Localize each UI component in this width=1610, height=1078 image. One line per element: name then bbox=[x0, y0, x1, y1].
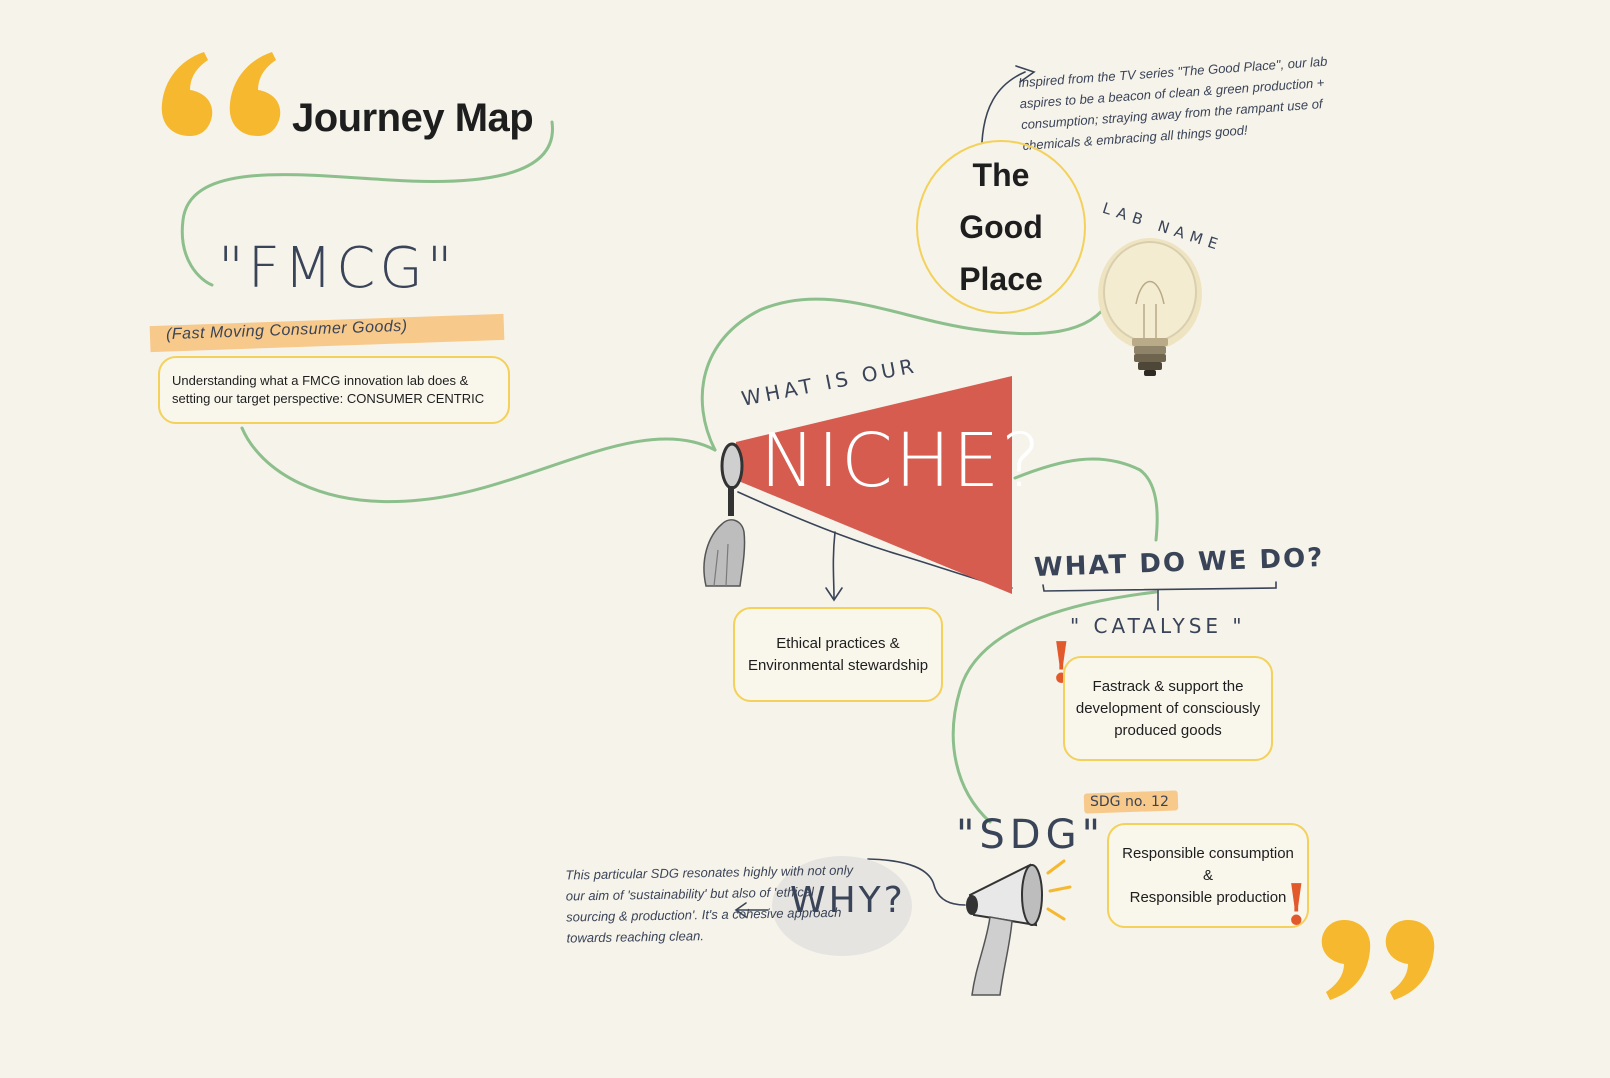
lab-name-circle: The Good Place bbox=[916, 140, 1086, 314]
megaphone-icon bbox=[966, 859, 1072, 996]
lab-name-line-1: The bbox=[972, 157, 1030, 193]
niche-answer: Ethical practices & Environmental stewar… bbox=[747, 634, 929, 674]
catalyse-box: Fastrack & support the development of co… bbox=[1063, 656, 1273, 761]
closing-quote-icon bbox=[1321, 920, 1435, 1000]
magnifying-glass-hand-icon bbox=[703, 442, 746, 587]
why-note: This particular SDG resonates highly wit… bbox=[565, 862, 854, 946]
catalyse-text: Fastrack & support the development of co… bbox=[1075, 677, 1261, 739]
sdg-exclaim-icon: ! bbox=[1284, 872, 1309, 938]
sdg-heading: "SDG" bbox=[956, 812, 1105, 858]
page-title: Journey Map bbox=[292, 96, 534, 140]
niche-word: NICHE? bbox=[760, 418, 1043, 504]
opening-quote-icon bbox=[161, 52, 281, 136]
why-speech-bubble bbox=[772, 856, 912, 956]
niche-megaphone-shape bbox=[736, 376, 1012, 594]
sdg-box-line-1: Responsible consumption bbox=[1122, 844, 1294, 862]
fmcg-description: Understanding what a FMCG innovation lab… bbox=[172, 373, 485, 406]
niche-answer-box: Ethical practices & Environmental stewar… bbox=[733, 607, 943, 702]
sdg-box-line-2: & bbox=[1202, 866, 1213, 884]
lightbulb-icon bbox=[1098, 238, 1202, 376]
fmcg-heading: "FMCG" bbox=[218, 236, 457, 301]
catalyse-label: " CATALYSE " bbox=[1070, 614, 1246, 638]
sdg-box: Responsible consumption & Responsible pr… bbox=[1107, 823, 1309, 928]
fmcg-description-box: Understanding what a FMCG innovation lab… bbox=[158, 356, 510, 424]
sdg-box-line-3: Responsible production bbox=[1129, 888, 1287, 906]
lab-name-line-2: Good bbox=[959, 209, 1043, 245]
why-label: WHY? bbox=[790, 880, 906, 921]
sdg-tag: SDG no. 12 bbox=[1090, 794, 1169, 810]
lab-name-line-3: Place bbox=[959, 261, 1043, 297]
